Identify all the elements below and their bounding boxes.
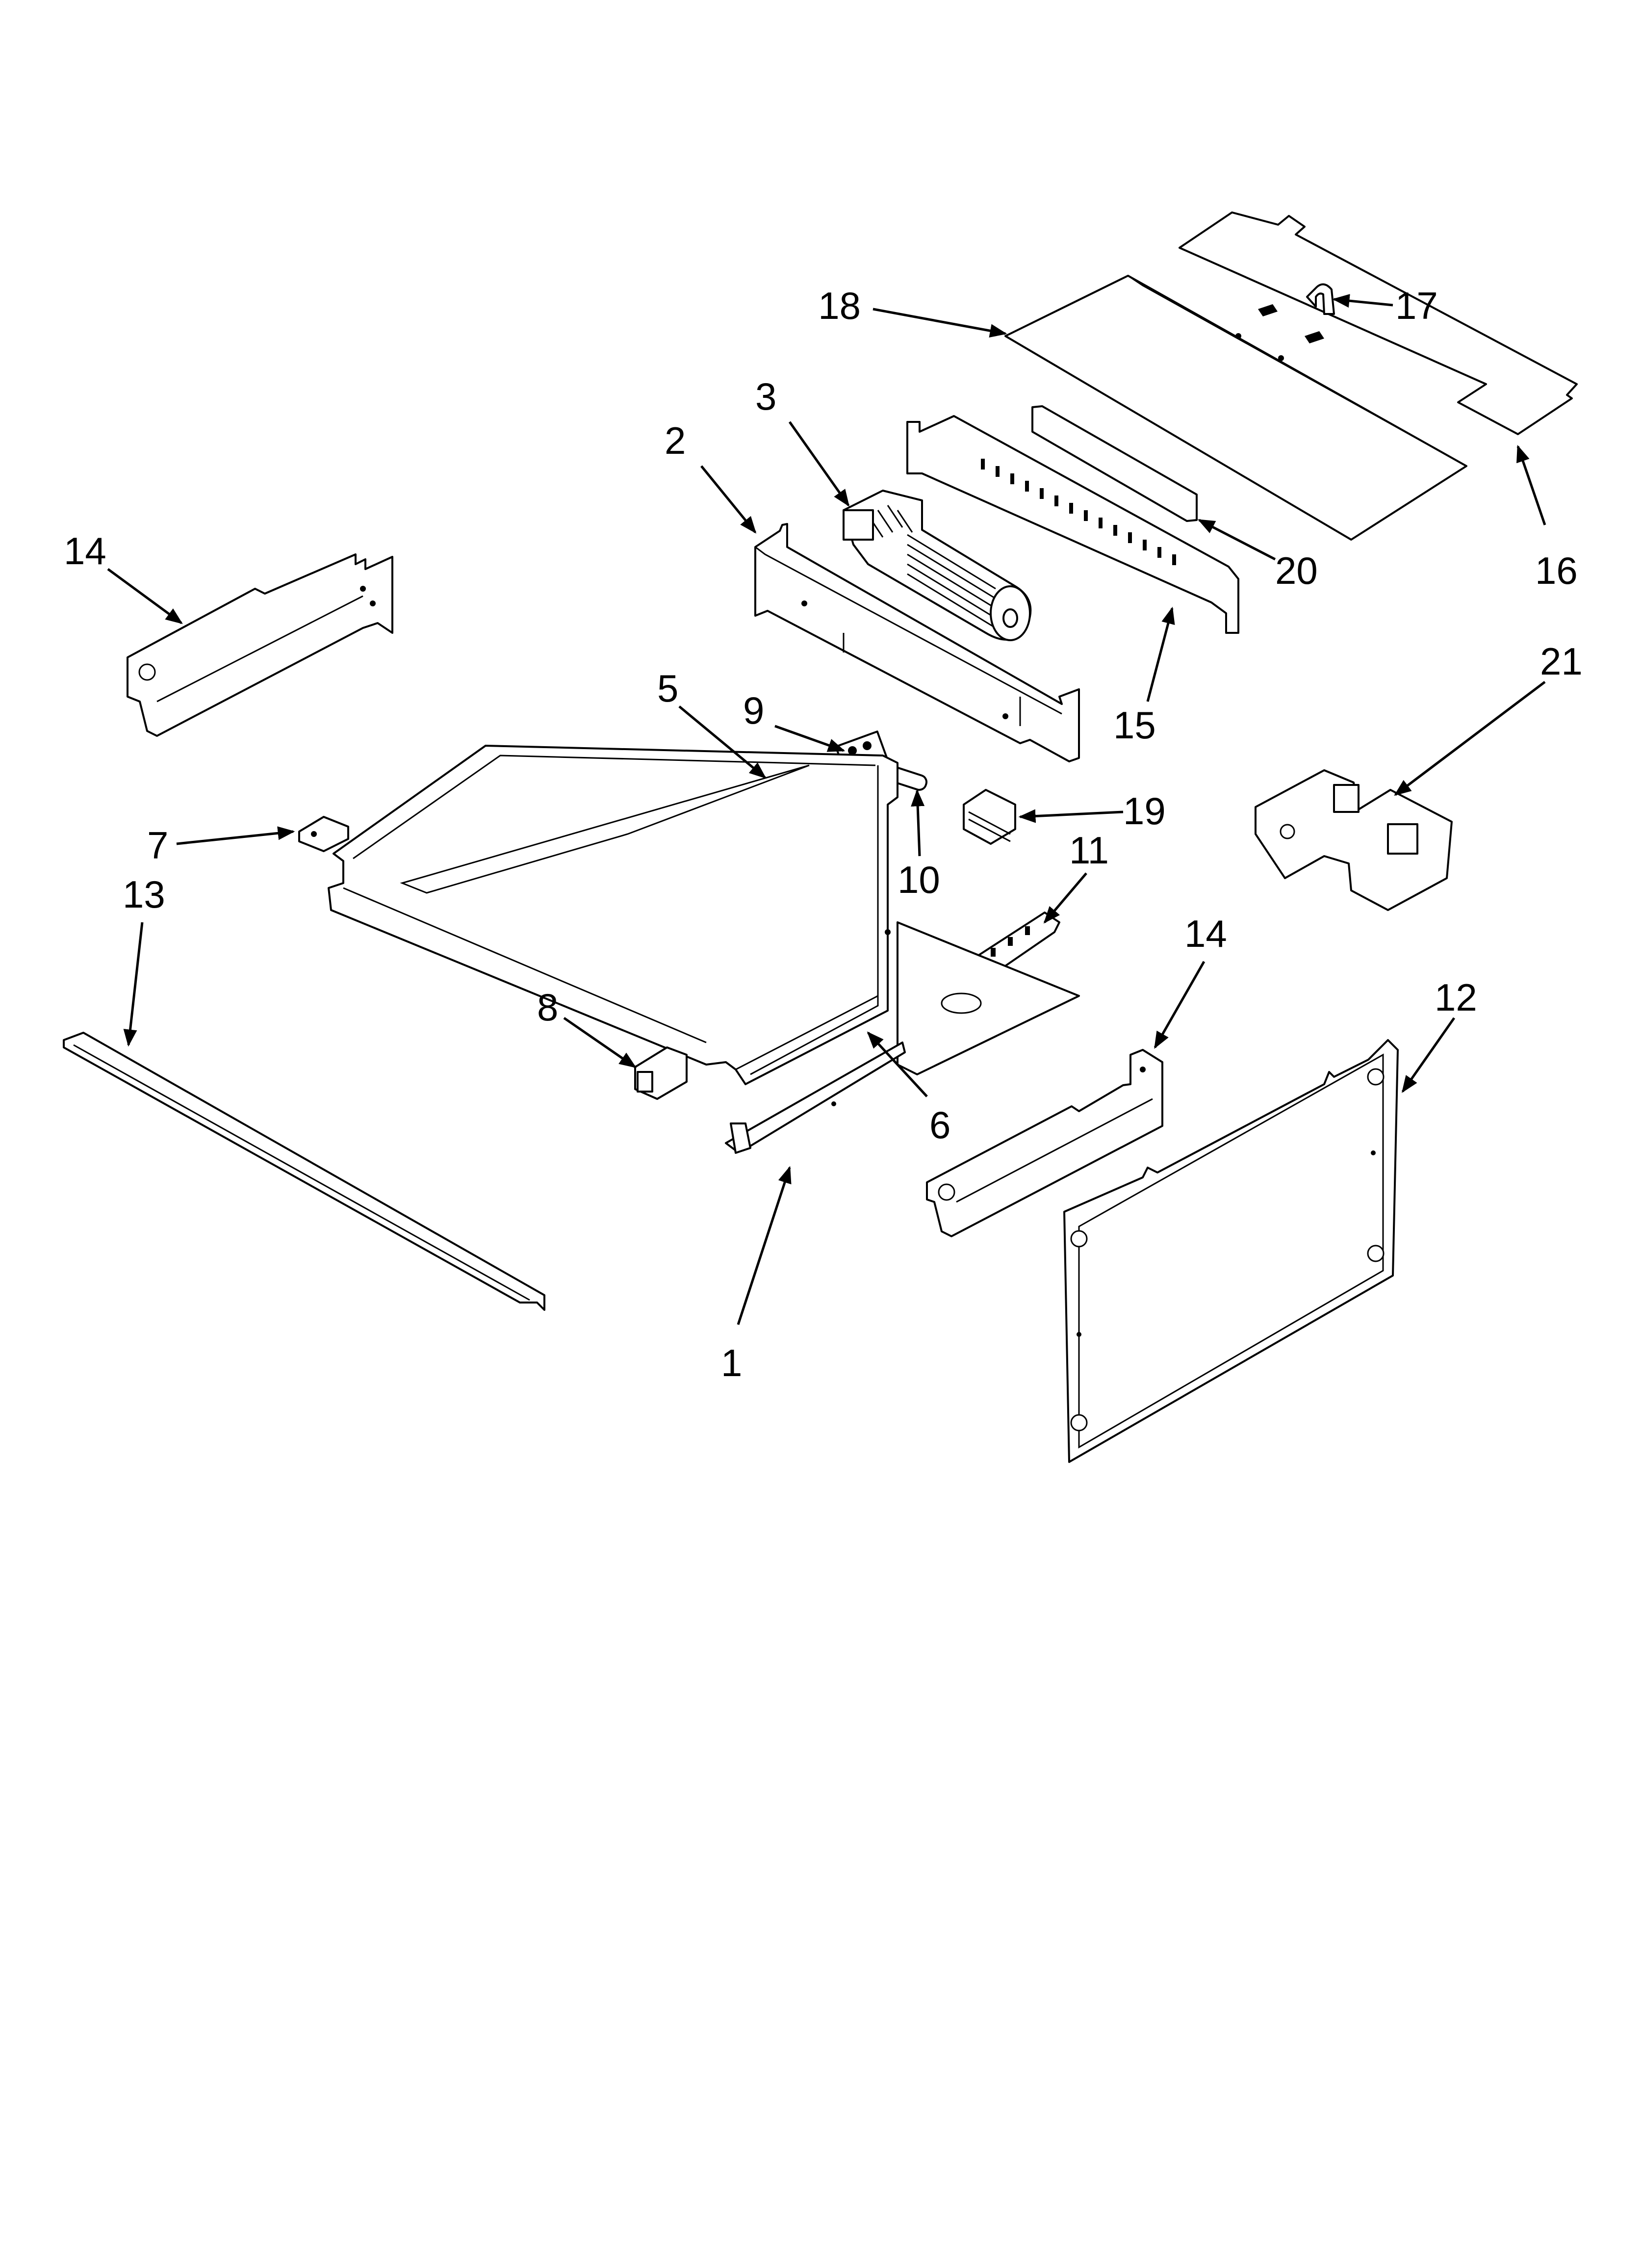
callout-14-left: 14 [64,529,106,573]
leader-8 [563,1017,637,1069]
leader-14a [107,568,183,625]
callout-13: 13 [123,873,165,916]
part-front-rail [725,1042,906,1154]
leader-5 [678,705,767,779]
callout-9: 9 [743,689,764,732]
leader-19 [1018,809,1124,823]
leader-11 [1043,872,1087,924]
leader-20 [1197,519,1276,561]
part-side-bracket-left [127,553,393,737]
part-clip [1306,283,1335,315]
part-insulation-sheet [1004,275,1467,541]
callout-7: 7 [147,824,168,867]
part-gasket-strip [1031,405,1198,522]
part-door-switch [634,1046,688,1100]
leader-9 [774,725,846,752]
part-side-panel [1063,1039,1399,1463]
callout-21: 21 [1540,640,1583,683]
part-top-panel [1179,211,1578,435]
part-fan-housing [754,523,1080,762]
callout-8: 8 [537,986,558,1029]
part-vented-bracket [906,415,1239,634]
callout-5: 5 [657,667,678,710]
leader-3 [788,421,850,507]
callout-12: 12 [1435,976,1477,1019]
leader-13 [123,922,144,1047]
leader-1 [737,1166,792,1325]
callout-19: 19 [1123,789,1166,833]
part-front-trim [63,1032,545,1311]
part-latch [298,816,349,852]
leader-16 [1516,444,1546,525]
callout-1: 1 [721,1341,742,1384]
leader-14b [1154,961,1206,1049]
callout-10: 10 [898,858,940,901]
part-board-mount [1255,769,1453,911]
leader-7 [176,826,295,845]
callout-labels: 18 17 3 2 14 20 16 15 21 5 9 19 7 10 11 … [64,284,1583,1384]
leader-12 [1401,1017,1456,1093]
callout-16: 16 [1535,549,1578,592]
part-base-plate [897,921,1080,1075]
callout-20: 20 [1275,549,1318,592]
leader-6 [867,1031,928,1097]
part-blower-motor [843,490,1032,641]
callout-15: 15 [1113,704,1156,747]
leader-15 [1146,606,1175,702]
callout-6: 6 [929,1103,950,1147]
callout-18: 18 [818,284,861,327]
leader-21 [1394,681,1546,796]
callout-3: 3 [755,375,776,418]
part-side-bracket-right [926,1049,1163,1237]
callout-14-right: 14 [1184,912,1227,955]
callout-17: 17 [1395,284,1438,327]
part-relay [963,789,1016,845]
part-oven-frame [328,745,898,1085]
leader-10 [911,789,925,857]
callout-2: 2 [665,419,686,462]
leader-2 [700,465,757,534]
callout-11: 11 [1069,829,1109,872]
leader-18 [872,308,1007,338]
leader-lines [107,294,1546,1325]
leader-17 [1332,294,1393,308]
